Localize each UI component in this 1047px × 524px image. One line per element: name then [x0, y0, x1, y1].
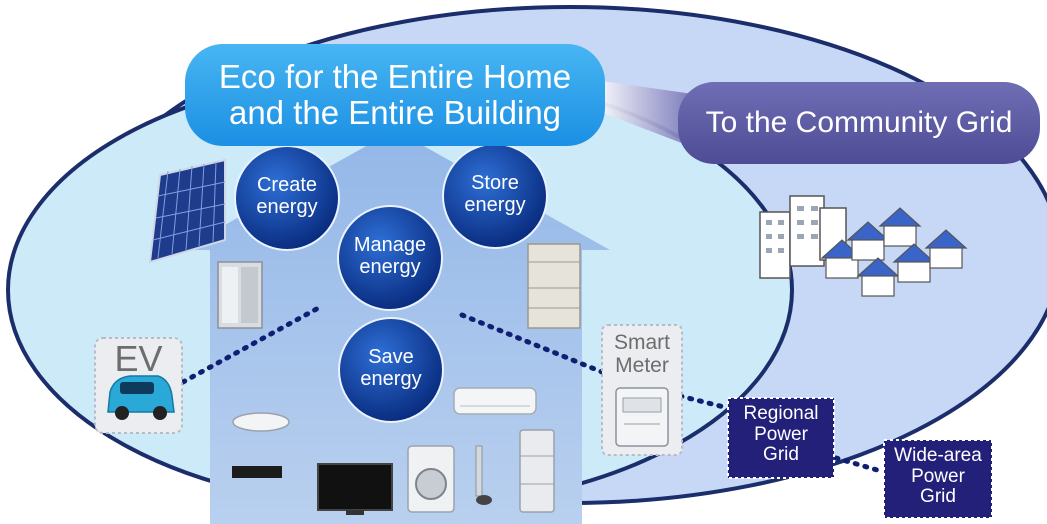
- ceiling-light-icon: [232, 412, 290, 432]
- battery-unit-icon: [527, 243, 581, 329]
- tv-icon: [317, 463, 393, 515]
- wide-grid-label: Wide-area Power Grid: [894, 445, 982, 508]
- save-energy-circle: [338, 317, 444, 423]
- air-conditioner-icon: [453, 387, 537, 415]
- save-energy-label: Save energy: [360, 346, 422, 390]
- wide-grid-box: [883, 439, 993, 519]
- houses-icon: [820, 207, 968, 297]
- bluray-recorder-icon: [232, 466, 282, 478]
- ev-car-icon: [107, 375, 175, 420]
- smart-meter-icon: [615, 387, 669, 447]
- wide-connection-line: [833, 455, 887, 475]
- ev-connection-line: [180, 303, 325, 385]
- regional-connection-line: [677, 393, 731, 411]
- regional-grid-label: Regional Power Grid: [743, 403, 819, 466]
- create-energy-label: Create energy: [256, 174, 318, 218]
- buildings-icon: [759, 195, 847, 279]
- title-connector: [595, 80, 700, 150]
- community-grid-label: To the Community Grid: [678, 82, 1040, 164]
- manage-energy-label: Manage energy: [353, 234, 427, 278]
- refrigerator-icon: [519, 429, 555, 513]
- solar-panel-icon: [148, 158, 226, 264]
- page-title: Eco for the Entire Home and the Entire B…: [185, 44, 605, 146]
- appliance-stick-icon: [475, 445, 492, 505]
- create-energy-circle: [234, 145, 340, 251]
- smart-meter-label: Smart Meter: [613, 331, 670, 377]
- washing-machine-icon: [407, 445, 455, 513]
- regional-grid-box: [727, 397, 835, 479]
- dotted-connections: [180, 303, 887, 475]
- manage-energy-circle: [337, 205, 443, 311]
- ev-label: EV: [114, 338, 163, 379]
- fuel-cell-icon: [217, 261, 263, 329]
- store-energy-label: Store energy: [464, 172, 526, 216]
